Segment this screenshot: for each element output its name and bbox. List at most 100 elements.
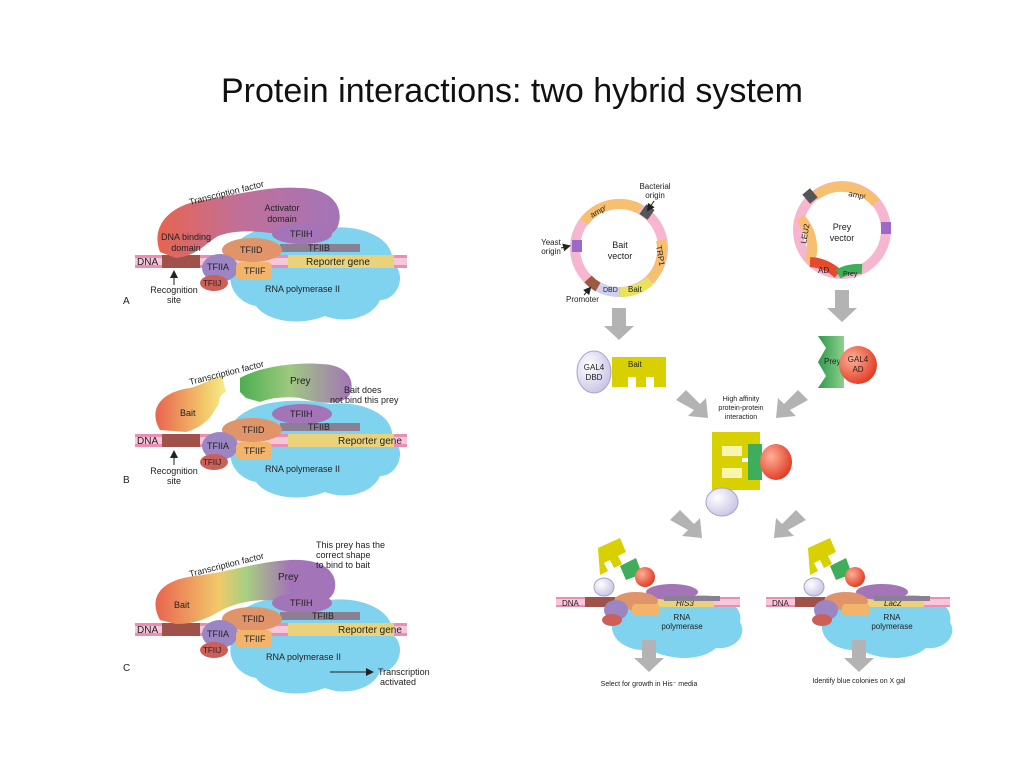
- prey-note-2: correct shape: [316, 550, 371, 560]
- bait-vector-label-2: vector: [608, 251, 633, 261]
- recognition-site-label-2: site: [167, 476, 181, 486]
- tfiij: [200, 454, 228, 470]
- bait-label: Bait: [180, 408, 196, 418]
- tfiij: [200, 642, 228, 658]
- gal4-ad: [760, 444, 792, 480]
- recognition-site: [162, 434, 200, 447]
- bacterial-origin-label-2: origin: [645, 191, 665, 200]
- tfiia-label: TFIIA: [207, 262, 229, 272]
- his3-label: HIS3: [676, 599, 694, 608]
- dna-label: DNA: [137, 257, 158, 268]
- tfiif: [236, 442, 272, 460]
- gal4-dbd-label-2: DBD: [586, 373, 603, 382]
- tfiib: [280, 423, 360, 431]
- ad-segment-label: AD: [818, 266, 829, 275]
- select-growth-text: Select for growth in His⁻ media: [601, 681, 698, 688]
- prey-label: Prey: [824, 357, 840, 366]
- tfiih-label: TFIIH: [290, 409, 313, 419]
- bait-protein-b-shape: [612, 357, 666, 387]
- gal4-ad-label-2: AD: [852, 365, 863, 374]
- transcription-activated-label-1: Transcription: [378, 667, 430, 677]
- prey-segment-label: Prey: [843, 271, 858, 278]
- bait-vector-plasmid: ampʳ TRP1 Bait DBD Bait vector: [570, 198, 668, 297]
- prey-vector-label-2: vector: [830, 233, 855, 243]
- amp-label: ampʳ: [848, 189, 867, 201]
- yeast-two-hybrid: ampʳ TRP1 Bait DBD Bait vector Bacterial…: [541, 181, 953, 688]
- bait-note-2: not bind this prey: [330, 395, 399, 405]
- tfiij: [200, 275, 228, 291]
- recognition-site: [162, 623, 200, 636]
- tfiia: [202, 620, 238, 648]
- tfiid-label: TFIID: [240, 245, 263, 255]
- tfiia-label: TFIIA: [207, 629, 229, 639]
- activator-domain-label-2: domain: [267, 214, 297, 224]
- tfiia: [202, 432, 238, 460]
- panel-a-letter: A: [123, 296, 130, 307]
- reporter-gene-label: Reporter gene: [338, 625, 402, 636]
- gal4-dbd-label-1: GAL4: [584, 363, 605, 372]
- bait-label: Bait: [174, 600, 190, 610]
- gal4-ad: [839, 346, 877, 384]
- dna-label: DNA: [137, 625, 158, 636]
- rna-polymerase-label: RNA polymerase II: [265, 464, 340, 474]
- panel-b: DNA Reporter gene Bait Prey Transcriptio…: [123, 359, 407, 498]
- tfiih-label: TFIIH: [290, 229, 313, 239]
- tfiid-label: TFIID: [242, 425, 265, 435]
- prey-label: Prey: [278, 572, 299, 583]
- recognition-site: [162, 255, 200, 268]
- reporter-gene-label: Reporter gene: [338, 436, 402, 447]
- dbd-label-2: domain: [171, 243, 201, 253]
- prey-label: Prey: [290, 376, 311, 387]
- tfiib: [280, 612, 360, 620]
- diagonal-arrow-icon: [776, 390, 808, 418]
- yeast-origin-label-2: origin: [541, 247, 561, 256]
- reporter-gene-bar: [288, 434, 394, 447]
- tfiij-label: TFIIJ: [203, 279, 221, 288]
- rna-polymerase-label: RNA polymerase II: [265, 284, 340, 294]
- prey-vector-plasmid: ampʳ LEU2 AD Prey Prey vector: [793, 181, 891, 279]
- tfiib-label: TFIIB: [312, 611, 334, 621]
- bait-segment-label: Bait: [628, 285, 643, 294]
- recognition-site-label-2: site: [167, 295, 181, 305]
- lacz-label: LacZ: [884, 599, 903, 608]
- tfiij-label: TFIIJ: [203, 458, 221, 467]
- tfiij-label: TFIIJ: [203, 646, 221, 655]
- interaction-label-2: protein-protein: [718, 405, 763, 412]
- prey-note-1: This prey has the: [316, 540, 385, 550]
- recognition-site-label-1: Recognition: [150, 285, 198, 295]
- tfiih-label: TFIIH: [290, 598, 313, 608]
- bait-protein: [155, 376, 226, 432]
- reporter-gene-bar: [288, 623, 394, 636]
- bacterial-origin-label-1: Bacterial: [639, 182, 670, 191]
- tfiif: [236, 262, 272, 280]
- reporter-gene-label: Reporter gene: [306, 257, 370, 268]
- down-arrow-icon: [634, 640, 664, 672]
- trp1-label: TRP1: [654, 245, 667, 267]
- gal4-ad-label-1: GAL4: [848, 355, 869, 364]
- prey-protein: [748, 444, 762, 480]
- gal4-dbd: [705, 487, 739, 517]
- interaction-label-1: High affinity: [723, 396, 760, 403]
- tfiih: [272, 224, 332, 244]
- tfiid: [222, 607, 282, 631]
- tfiid-label: TFIID: [242, 614, 265, 624]
- down-arrow-icon: [604, 308, 634, 340]
- dbd-segment-label: DBD: [603, 287, 618, 294]
- tfiia-label: TFIIA: [207, 441, 229, 451]
- tfiid: [222, 238, 282, 262]
- down-arrow-icon: [827, 290, 857, 322]
- tfiif-label: TFIIF: [244, 446, 266, 456]
- interaction-label-3: interaction: [725, 414, 757, 421]
- activator-domain-label-1: Activator: [264, 203, 299, 213]
- rna-polymerase-label-2: polymerase: [661, 622, 703, 631]
- bait-vector-label-1: Bait: [612, 240, 628, 250]
- rna-polymerase-label-1: RNA: [674, 613, 692, 622]
- diagonal-arrow-icon: [676, 390, 708, 418]
- reporter-gene-bar: [288, 255, 394, 268]
- tfiif-label: TFIIF: [244, 266, 266, 276]
- tfiib: [280, 244, 360, 252]
- dna-label: DNA: [137, 436, 158, 447]
- panel-a: DNA Reporter gene Transcription factor A…: [123, 179, 407, 322]
- bait-label: Bait: [628, 360, 643, 369]
- panel-c: DNA Reporter gene Bait Prey Transcriptio…: [123, 540, 430, 694]
